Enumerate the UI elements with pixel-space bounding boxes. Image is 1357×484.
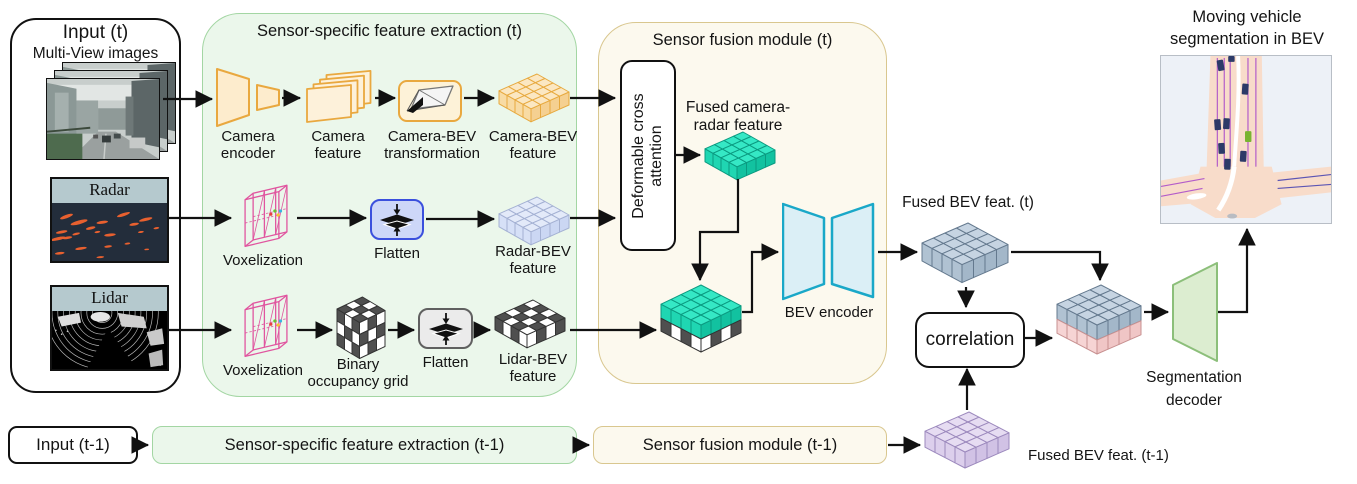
flatten-box-radar — [370, 199, 424, 240]
lidar-bev-feature-label: Lidar-BEV feature — [498, 351, 568, 386]
input-t-title: Input (t) — [62, 22, 129, 43]
output-title: Moving vehicle segmentation in BEV — [1169, 8, 1325, 49]
bev-encoder-label: BEV encoder — [784, 304, 874, 321]
binary-occupancy-grid-cube — [336, 296, 386, 365]
fused-bev-t1-label: Fused BEV feat. (t-1) — [1028, 447, 1169, 464]
binary-occupancy-grid-label: Binary occupancy grid — [307, 356, 409, 391]
flatten-icon — [427, 311, 464, 346]
flatten-lidar-label: Flatten — [422, 354, 469, 371]
camera-photo-front — [46, 78, 160, 160]
radar-bev-feature-label: Radar-BEV feature — [495, 243, 571, 278]
correlated-stack-cube — [1056, 284, 1142, 360]
lidar-points — [45, 256, 167, 370]
deformable-cross-attention-box: Deformable cross attention — [620, 60, 676, 251]
bev-segmentation-output — [1160, 55, 1332, 224]
bev-projection-icon — [406, 85, 454, 113]
arrow-decoder-to-output — [1218, 227, 1256, 314]
fused-bev-t1-cube — [924, 411, 1010, 474]
fused-stack-cube — [660, 284, 742, 358]
arrow-fusedt-to-corrstack — [1011, 250, 1109, 282]
bev-encoder-icon — [781, 202, 876, 307]
radar-scene — [50, 203, 167, 261]
fused-camera-radar-label: Fused camera-radar feature — [685, 99, 791, 134]
lidar-scene — [45, 256, 167, 370]
multiview-label: Multi-View images — [32, 45, 159, 62]
lidar-bev-feature-cube — [494, 299, 566, 354]
flatten-icon — [379, 202, 415, 237]
input-t1-label: Input (t-1) — [36, 435, 110, 454]
camera-encoder-icon — [216, 68, 280, 133]
radar-points — [50, 203, 167, 261]
segmentation-decoder-label: Segmentation decoder — [1146, 369, 1242, 410]
correlation-box: correlation — [915, 312, 1025, 368]
camera-bev-transformation-label: Camera-BEV transformation — [384, 128, 480, 163]
fused-bev-t-label: Fused BEV feat. (t) — [902, 194, 1034, 211]
deformable-cross-attention-label: Deformable cross attention — [630, 92, 665, 219]
sensor-fusion-t1-label: Sensor fusion module (t-1) — [642, 435, 838, 454]
segmentation-decoder-icon — [1172, 262, 1218, 367]
feature-extraction-t1-box: Sensor-specific feature extraction (t-1) — [152, 426, 577, 464]
sensor-fusion-title: Sensor fusion module (t) — [652, 31, 833, 49]
radar-bev-feature-cube — [498, 196, 570, 251]
bev-map-graphic — [1160, 55, 1332, 223]
voxelization-icon-lidar — [236, 292, 296, 363]
radar-label: Radar — [52, 179, 167, 205]
voxelization-radar-label: Voxelization — [222, 252, 304, 269]
camera-encoder-label: Camera encoder — [220, 128, 276, 163]
camera-bev-transformation-box — [398, 80, 462, 122]
camera-feature-icon — [303, 70, 375, 133]
fused-camera-radar-cube — [704, 131, 776, 186]
voxelization-icon-radar — [236, 182, 296, 253]
feature-extraction-title: Sensor-specific feature extraction (t) — [256, 22, 523, 40]
lidar-label: Lidar — [52, 287, 167, 313]
input-t-panel: Input (t) Multi-View images Radar — [10, 18, 181, 393]
street-photo — [46, 78, 160, 160]
fused-bev-t-cube — [921, 222, 1009, 289]
camera-bev-feature-label: Camera-BEV feature — [488, 128, 578, 163]
camera-bev-feature-cube — [498, 73, 570, 128]
lidar-input-image: Lidar — [45, 256, 169, 371]
camera-feature-label: Camera feature — [311, 128, 365, 163]
feature-extraction-t1-label: Sensor-specific feature extraction (t-1) — [224, 435, 505, 454]
voxelization-lidar-label: Voxelization — [222, 362, 304, 379]
flatten-radar-label: Flatten — [374, 245, 420, 262]
input-t1-box: Input (t-1) — [8, 426, 138, 464]
sensor-fusion-t1-box: Sensor fusion module (t-1) — [593, 426, 887, 464]
radar-input-image: Radar — [50, 177, 169, 263]
flatten-box-lidar — [418, 308, 473, 349]
correlation-label: correlation — [925, 329, 1015, 350]
